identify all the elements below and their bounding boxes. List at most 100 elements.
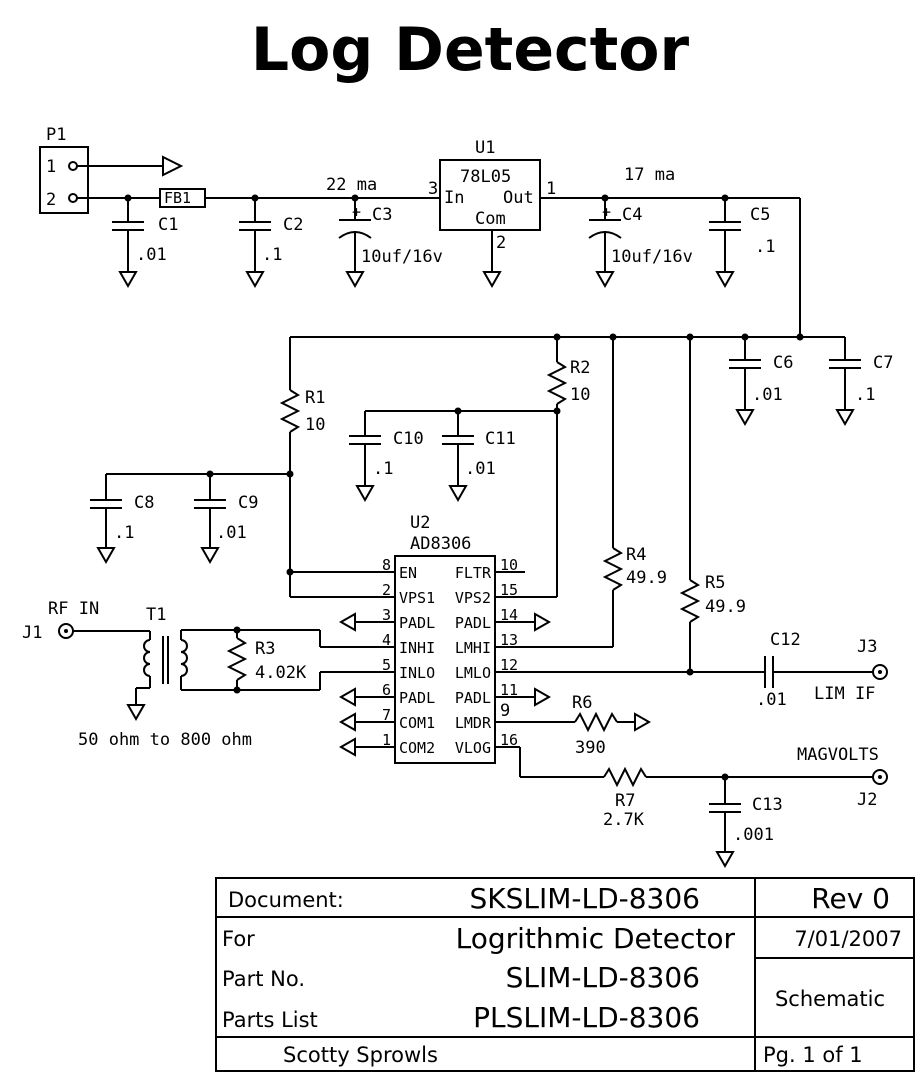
c7-value: .1 bbox=[855, 385, 875, 405]
u2-pin-number-1: 1 bbox=[382, 731, 391, 749]
c5-value: .1 bbox=[755, 237, 775, 257]
c11-value: .01 bbox=[465, 459, 496, 479]
capacitor-c1 bbox=[112, 198, 144, 289]
ic-u2 bbox=[290, 555, 765, 764]
j2-label: J2 bbox=[857, 790, 877, 810]
c11-label: C11 bbox=[485, 429, 516, 449]
u2-pin-name-lmhi: LMHI bbox=[455, 639, 491, 657]
u2-pin-number-4: 4 bbox=[382, 631, 391, 649]
c8-label: C8 bbox=[134, 493, 154, 513]
c4-polarity: + bbox=[602, 203, 611, 221]
r7-value: 2.7K bbox=[603, 810, 645, 830]
fb1-label: FB1 bbox=[164, 189, 191, 207]
u2-pin-name-inlo: INLO bbox=[399, 664, 435, 682]
r6-value: 390 bbox=[575, 738, 606, 758]
u2-pin-number-16: 16 bbox=[500, 731, 518, 749]
r3-label: R3 bbox=[255, 639, 275, 659]
u2-pin-name-vps1: VPS1 bbox=[399, 589, 435, 607]
capacitor-c3 bbox=[338, 198, 372, 289]
c2-label: C2 bbox=[283, 215, 303, 235]
u1-pin1-number: 1 bbox=[546, 179, 556, 199]
part-number: SLIM-LD-8306 bbox=[506, 961, 700, 994]
parts-list: PLSLIM-LD-8306 bbox=[473, 1001, 700, 1034]
capacitor-c5 bbox=[709, 198, 741, 289]
c10-label: C10 bbox=[393, 429, 424, 449]
u2-pin-name-com2: COM2 bbox=[399, 739, 435, 757]
u2-part: AD8306 bbox=[410, 534, 471, 554]
u2-pin-number-2: 2 bbox=[382, 581, 391, 599]
resistor-r4 bbox=[602, 337, 624, 647]
resistor-r1 bbox=[279, 337, 301, 597]
c4-value: 10uf/16v bbox=[611, 247, 693, 267]
r2-label: R2 bbox=[570, 358, 590, 378]
u2-pin-number-15: 15 bbox=[500, 581, 518, 599]
c9-value: .01 bbox=[216, 523, 247, 543]
c8-value: .1 bbox=[114, 523, 134, 543]
u2-pin-name-lmdr: LMDR bbox=[455, 714, 492, 732]
c12-label: C12 bbox=[770, 630, 801, 650]
decoupling-c8-c9 bbox=[90, 470, 290, 565]
j3-label: J3 bbox=[857, 637, 877, 657]
c13-value: .001 bbox=[733, 825, 774, 845]
r5-label: R5 bbox=[705, 573, 725, 593]
u2-pin-name-lmlo: LMLO bbox=[455, 664, 491, 682]
u1-label: U1 bbox=[475, 138, 495, 158]
u2-pin-number-13: 13 bbox=[500, 631, 518, 649]
u1-pin2-number: 2 bbox=[496, 233, 506, 253]
for-value: Logrithmic Detector bbox=[456, 922, 736, 955]
u2-pin-number-6: 6 bbox=[382, 681, 391, 699]
u2-pin-number-14: 14 bbox=[500, 606, 518, 624]
title-block bbox=[215, 877, 915, 1072]
connector-j3 bbox=[872, 664, 888, 680]
lim-if-label: LIM IF bbox=[814, 684, 875, 704]
output-current: 17 ma bbox=[624, 165, 675, 185]
magvolts-label: MAGVOLTS bbox=[797, 745, 879, 765]
impedance-note: 50 ohm to 800 ohm bbox=[78, 730, 252, 750]
r1-label: R1 bbox=[305, 388, 325, 408]
for-label: For bbox=[222, 927, 255, 951]
u2-pin-name-vps2: VPS2 bbox=[455, 589, 491, 607]
u2-pin-name-padl: PADL bbox=[455, 614, 491, 632]
resistor-r6 bbox=[574, 711, 652, 733]
connector-p1 bbox=[39, 146, 184, 214]
author: Scotty Sprowls bbox=[283, 1043, 438, 1067]
u2-pin-number-8: 8 bbox=[382, 556, 391, 574]
u1-com-pin: Com bbox=[475, 209, 506, 229]
c10-value: .1 bbox=[373, 459, 393, 479]
r7-label: R7 bbox=[615, 791, 635, 811]
resistor-r2 bbox=[546, 337, 568, 597]
u2-pin-number-7: 7 bbox=[382, 706, 391, 724]
resistor-r5 bbox=[679, 337, 701, 676]
capacitor-c7 bbox=[829, 337, 861, 427]
j1-label: J1 bbox=[22, 623, 42, 643]
u2-pin-name-padl: PADL bbox=[399, 614, 435, 632]
r4-value: 49.9 bbox=[626, 568, 667, 588]
p1-pin1-label: 1 bbox=[46, 157, 56, 177]
r4-label: R4 bbox=[626, 545, 646, 565]
u2-pin-name-inhi: INHI bbox=[399, 639, 435, 657]
document-number: SKSLIM-LD-8306 bbox=[469, 882, 700, 915]
capacitor-c4 bbox=[588, 198, 622, 289]
u1-out-pin: Out bbox=[503, 188, 534, 208]
input-current: 22 ma bbox=[326, 175, 377, 195]
c13-label: C13 bbox=[752, 795, 783, 815]
regulator-u1 bbox=[439, 159, 800, 289]
u2-pin-name-fltr: FLTR bbox=[455, 564, 492, 582]
c2-value: .1 bbox=[262, 245, 282, 265]
r1-value: 10 bbox=[305, 415, 325, 435]
u2-pin-name-en: EN bbox=[399, 564, 417, 582]
parts-list-label: Parts List bbox=[222, 1008, 318, 1032]
c6-label: C6 bbox=[773, 353, 793, 373]
p1-pin2-label: 2 bbox=[46, 190, 56, 210]
t1-label: T1 bbox=[146, 605, 166, 625]
c1-value: .01 bbox=[136, 245, 167, 265]
c12-value: .01 bbox=[756, 690, 787, 710]
u2-pin-number-5: 5 bbox=[382, 656, 391, 674]
r3-value: 4.02K bbox=[255, 663, 307, 683]
u2-pin-number-3: 3 bbox=[382, 606, 391, 624]
vlog-output bbox=[519, 747, 888, 869]
r5-value: 49.9 bbox=[705, 597, 746, 617]
c3-polarity: + bbox=[352, 203, 361, 221]
page-number: Pg. 1 of 1 bbox=[763, 1043, 863, 1067]
